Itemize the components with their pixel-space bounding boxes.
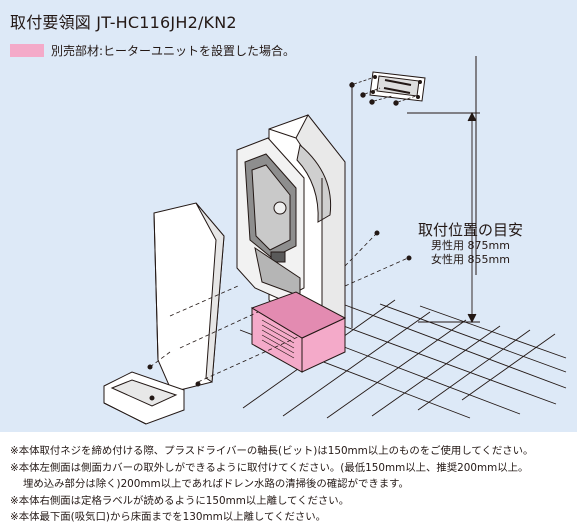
note-item: ※本体最下面(吸気口)から床面までを130mm以上離してください。 bbox=[10, 511, 327, 524]
height-guide-label: 取付位置の目安 男性用 875mm 女性用 855mm bbox=[418, 221, 523, 267]
mounting-plate bbox=[369, 71, 426, 102]
legend: 別売部材:ヒーターユニットを設置した場合。 bbox=[10, 43, 296, 58]
screw-heads bbox=[349, 82, 399, 106]
male-height: 男性用 875mm bbox=[431, 239, 510, 252]
page-title: 取付要領図 JT-HC116JH2/KN2 bbox=[10, 13, 237, 32]
heater-unit bbox=[250, 291, 347, 373]
front-housing bbox=[236, 137, 305, 301]
legend-text: 別売部材:ヒーターユニットを設置した場合。 bbox=[51, 43, 296, 58]
note-item: ※本体右側面は定格ラベルが読めるように150mm以上離してください。 bbox=[10, 494, 350, 507]
note-item: ※本体左側面は側面カバーの取外しができるように取付けてください。(最低150mm… bbox=[10, 461, 529, 474]
female-height: 女性用 855mm bbox=[431, 253, 510, 266]
assembly-guides bbox=[149, 233, 409, 383]
height-guide-title: 取付位置の目安 bbox=[418, 221, 524, 239]
note-item: 埋め込み部分は除く)200mm以上であればドレン水路の清掃後の確認ができます。 bbox=[23, 478, 409, 491]
legend-swatch bbox=[10, 43, 44, 57]
notes-list: ※本体取付ネジを締め付ける際、プラスドライバーの軸長(ビット)は150mm以上の… bbox=[10, 443, 575, 526]
height-dimension bbox=[407, 111, 480, 324]
installation-diagram bbox=[103, 56, 567, 425]
plate-screws bbox=[353, 77, 417, 103]
drain-tray bbox=[103, 371, 185, 425]
note-item: ※本体取付ネジを締め付ける際、プラスドライバーの軸長(ビット)は150mm以上の… bbox=[10, 445, 534, 457]
side-cover bbox=[153, 202, 225, 393]
